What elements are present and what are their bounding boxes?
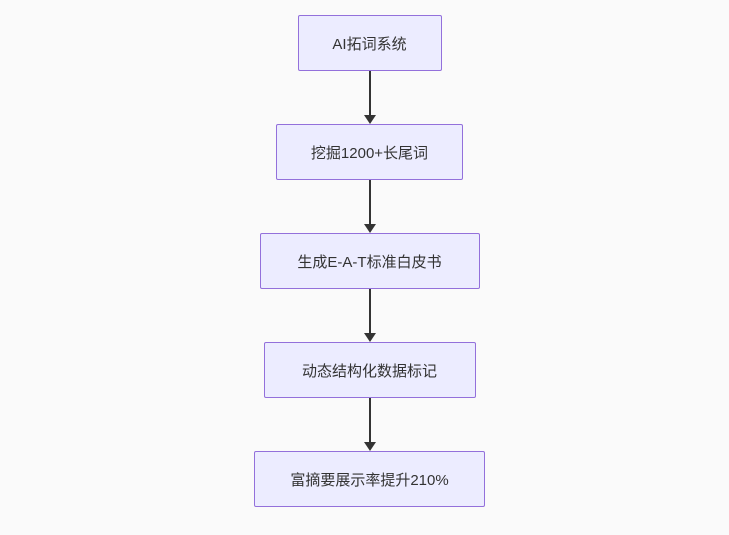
arrow-head-icon <box>363 115 376 124</box>
flow-node-label: 动态结构化数据标记 <box>301 362 437 380</box>
flow-node-label: 生成E-A-T标准白皮书 <box>297 253 442 271</box>
flow-node-label: AI拓词系统 <box>332 35 407 53</box>
arrow-line <box>368 71 371 115</box>
flow-arrow-4 <box>363 398 377 451</box>
flowchart: AI拓词系统 挖掘1200+长尾词 生成E-A-T标准白皮书 动态结构化数据标记… <box>5 0 729 507</box>
arrow-head-icon <box>363 333 376 342</box>
flow-node-ai-word-system: AI拓词系统 <box>297 15 442 71</box>
flow-arrow-1 <box>363 71 377 124</box>
flow-node-label: 挖掘1200+长尾词 <box>310 144 429 162</box>
flow-arrow-2 <box>363 180 377 233</box>
arrow-head-icon <box>363 224 376 233</box>
flow-node-eat-whitepaper: 生成E-A-T标准白皮书 <box>259 233 480 289</box>
arrow-line <box>368 289 371 333</box>
flow-node-longtail-mining: 挖掘1200+长尾词 <box>276 124 463 180</box>
arrow-line <box>368 180 371 224</box>
arrow-line <box>368 398 371 442</box>
flow-node-label: 富摘要展示率提升210% <box>290 471 449 489</box>
arrow-head-icon <box>363 442 376 451</box>
flow-node-rich-snippet-result: 富摘要展示率提升210% <box>254 451 485 507</box>
flow-arrow-3 <box>363 289 377 342</box>
flow-node-structured-data: 动态结构化数据标记 <box>263 342 476 398</box>
